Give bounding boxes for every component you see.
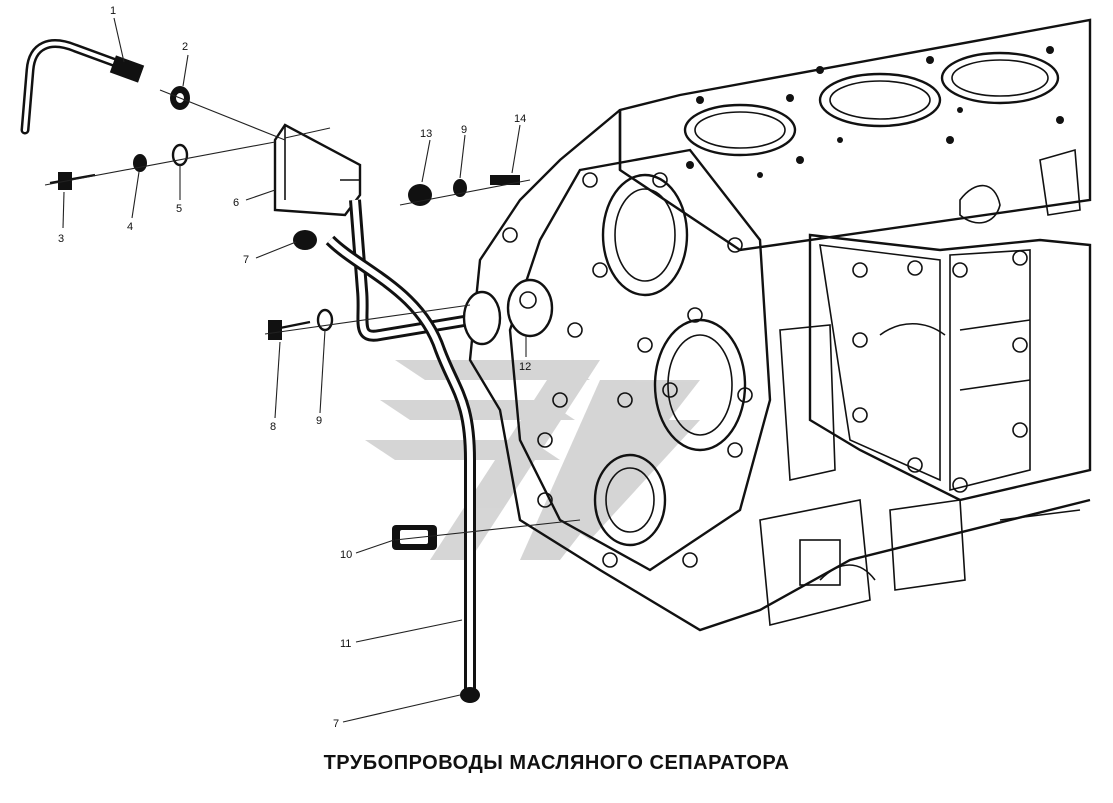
callout-label: 11 [340, 638, 351, 650]
callout-label: 4 [127, 221, 133, 233]
callout-leaders [62, 17, 527, 723]
callout-label: 10 [340, 549, 352, 561]
callout-label: 1 [110, 5, 116, 17]
callout-label: 8 [270, 421, 276, 433]
callout-label: 5 [176, 203, 182, 215]
callout-label: 9 [316, 415, 322, 427]
diagram-caption: ТРУБОПРОВОДЫ МАСЛЯНОГО СЕПАРАТОРА [323, 752, 790, 774]
side-plate-bolts [852, 250, 1028, 493]
callout-label: 9 [461, 124, 467, 136]
engine-block [468, 18, 1092, 632]
callout-label: 2 [182, 41, 188, 53]
callout-label: 12 [519, 361, 531, 373]
callout-label: 3 [58, 233, 64, 245]
callout-label: 13 [420, 128, 432, 140]
callout-label: 6 [233, 197, 239, 209]
separator-pipes [20, 39, 581, 703]
housing-bolts [502, 172, 753, 568]
callout-labels: 1 2 3 4 5 6 7 8 9 10 11 7 12 13 9 14 [58, 5, 531, 730]
callout-label: 14 [514, 113, 526, 125]
callout-label: 7 [243, 254, 249, 266]
callout-label: 7 [333, 718, 339, 730]
head-bolt-holes [686, 46, 1064, 178]
